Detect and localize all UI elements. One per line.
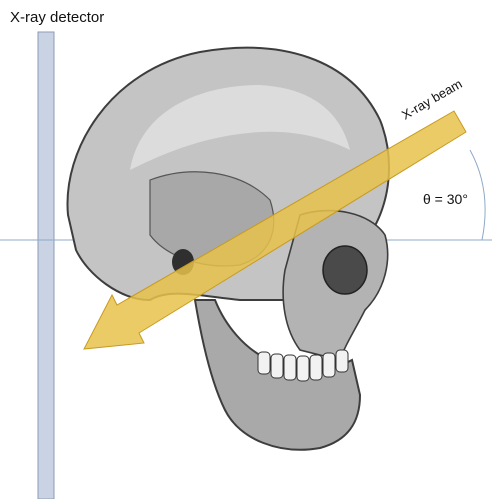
xray-detector-plate — [38, 32, 54, 499]
eye-orbit — [323, 246, 367, 294]
detector-label: X-ray detector — [10, 9, 104, 26]
angle-arc — [470, 150, 485, 240]
angle-label: θ = 30° — [423, 191, 468, 207]
